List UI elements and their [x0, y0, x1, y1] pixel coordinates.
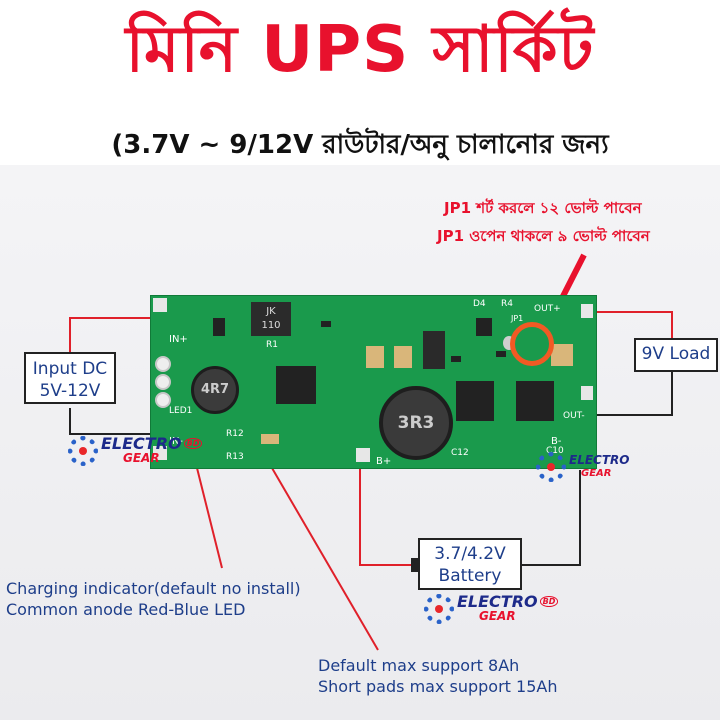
- label-out-plus: OUT+: [534, 304, 561, 314]
- smd-transistor: [476, 318, 492, 336]
- capacity-caption-line1: Default max support 8Ah: [318, 656, 520, 675]
- solder-pad: [153, 298, 167, 312]
- brand-name: ELECTRO: [569, 453, 630, 467]
- diode-component: [423, 331, 445, 369]
- label-in-minus: IN-: [169, 436, 184, 447]
- brand-badge: BD: [183, 438, 203, 449]
- brand-name: ELECTRO: [457, 592, 538, 611]
- brand-badge: BD: [539, 596, 559, 607]
- diode-marking: JK: [266, 306, 276, 317]
- schottky-diode: JK 110: [251, 302, 291, 336]
- jp1-highlight-circle: [510, 322, 554, 366]
- battery-terminal: [411, 558, 418, 572]
- brand-name: ELECTRO: [101, 434, 182, 453]
- charging-caption-line2: Common anode Red-Blue LED: [6, 600, 246, 619]
- label-r12: R12: [226, 429, 244, 439]
- smd-resistor: [496, 351, 506, 357]
- capacitor: [394, 346, 412, 368]
- label-r1: R1: [266, 340, 278, 350]
- battery-negative-wire: [522, 470, 581, 566]
- charging-caption-line1: Charging indicator(default no install): [6, 579, 301, 598]
- label-r4: R4: [501, 299, 513, 309]
- capacity-caption-line2: Short pads max support 15Ah: [318, 677, 558, 696]
- label-led1: LED1: [169, 406, 193, 416]
- capacitor: [261, 434, 279, 444]
- label-b-plus: B+: [376, 456, 392, 467]
- capacity-caption: Default max support 8Ah Short pads max s…: [318, 655, 557, 697]
- support-pads-pointer: [264, 455, 379, 651]
- output-positive-wire: [595, 311, 673, 340]
- boost-ic: [456, 381, 494, 421]
- input-positive-wire: [69, 317, 150, 352]
- label-out-minus: OUT-: [563, 411, 585, 421]
- gear-icon: [536, 452, 566, 482]
- battery-box: 3.7/4.2V Battery: [418, 538, 522, 590]
- capacitor: [366, 346, 384, 368]
- output-negative-wire: [595, 368, 673, 416]
- charging-indicator-caption: Charging indicator(default no install) C…: [6, 578, 301, 620]
- led-pad: [155, 374, 171, 390]
- battery-positive-wire: [359, 462, 418, 566]
- inductor-3r3: 3R3: [379, 386, 453, 460]
- smd-resistor: [321, 321, 331, 327]
- solder-pad: [153, 446, 167, 460]
- label-c10: C10: [546, 446, 564, 456]
- solder-pad: [581, 304, 593, 318]
- led-pad: [155, 392, 171, 408]
- mosfet-ic: [516, 381, 554, 421]
- label-in-plus: IN+: [169, 334, 188, 345]
- smd-resistor: [451, 356, 461, 362]
- label-c12: C12: [451, 448, 469, 458]
- gear-icon: [68, 436, 98, 466]
- page-title: মিনি UPS সার্কিট: [125, 13, 595, 87]
- gear-icon: [424, 594, 454, 624]
- charging-ic: [276, 366, 316, 404]
- jp1-short-note: JP1 শর্ট করলে ১২ ভোল্ট পাবেন: [444, 199, 642, 217]
- jp1-open-note: JP1 ওপেন থাকলে ৯ ভোল্ট পাবেন: [437, 227, 650, 245]
- battery-label: Battery: [438, 566, 502, 586]
- brand-subname: GEAR: [581, 468, 612, 479]
- brand-subname: GEAR: [479, 609, 516, 623]
- brand-subname: GEAR: [123, 451, 160, 465]
- page-subtitle: (3.7V ~ 9/12V রাউটার/অনু চালানোর জন্য: [111, 130, 609, 160]
- input-dc-label: Input DC: [32, 359, 108, 379]
- brand-logo: ELECTRO GEAR: [536, 452, 629, 482]
- input-negative-wire: [69, 408, 150, 435]
- label-jp1: JP1: [511, 314, 524, 323]
- input-pad: [155, 356, 171, 372]
- label-r13: R13: [226, 452, 244, 462]
- input-dc-box: Input DC 5V-12V: [24, 352, 116, 404]
- inductor-4r7: 4R7: [191, 366, 239, 414]
- smd-transistor: [213, 318, 225, 336]
- solder-pad: [581, 386, 593, 400]
- label-b-minus: B-: [551, 436, 562, 447]
- capacitor: [551, 344, 573, 366]
- load-box: 9V Load: [634, 338, 718, 372]
- solder-pad: [356, 448, 370, 462]
- battery-voltage-label: 3.7/4.2V: [434, 544, 506, 564]
- input-voltage-label: 5V-12V: [39, 381, 101, 401]
- diode-code: 110: [261, 320, 281, 331]
- label-d4: D4: [473, 299, 486, 309]
